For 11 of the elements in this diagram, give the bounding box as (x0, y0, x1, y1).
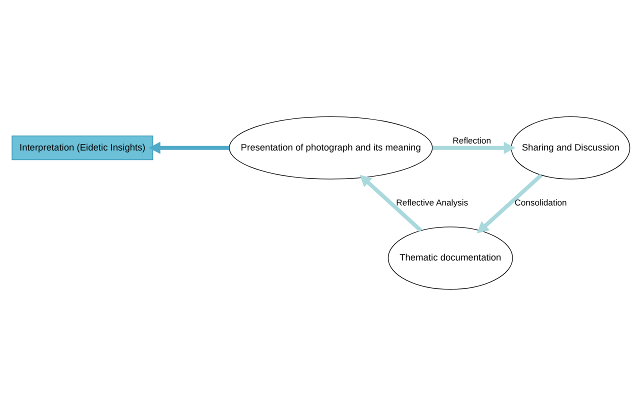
edge-label: Reflective Analysis (396, 196, 468, 207)
edge-label: Reflection (452, 134, 492, 145)
arrow (360, 174, 422, 232)
arrow (148, 141, 230, 154)
node-ellipse: Presentation of photograph and its meaning (228, 116, 433, 179)
edge-label: Consolidation (514, 196, 567, 207)
node-ellipse: Sharing and Discussion (511, 116, 630, 179)
node-box: Interpretation (Eidetic Insights) (12, 135, 154, 160)
arrow (476, 173, 543, 233)
arrow (432, 141, 516, 154)
node-ellipse: Thematic documentation (388, 226, 513, 290)
